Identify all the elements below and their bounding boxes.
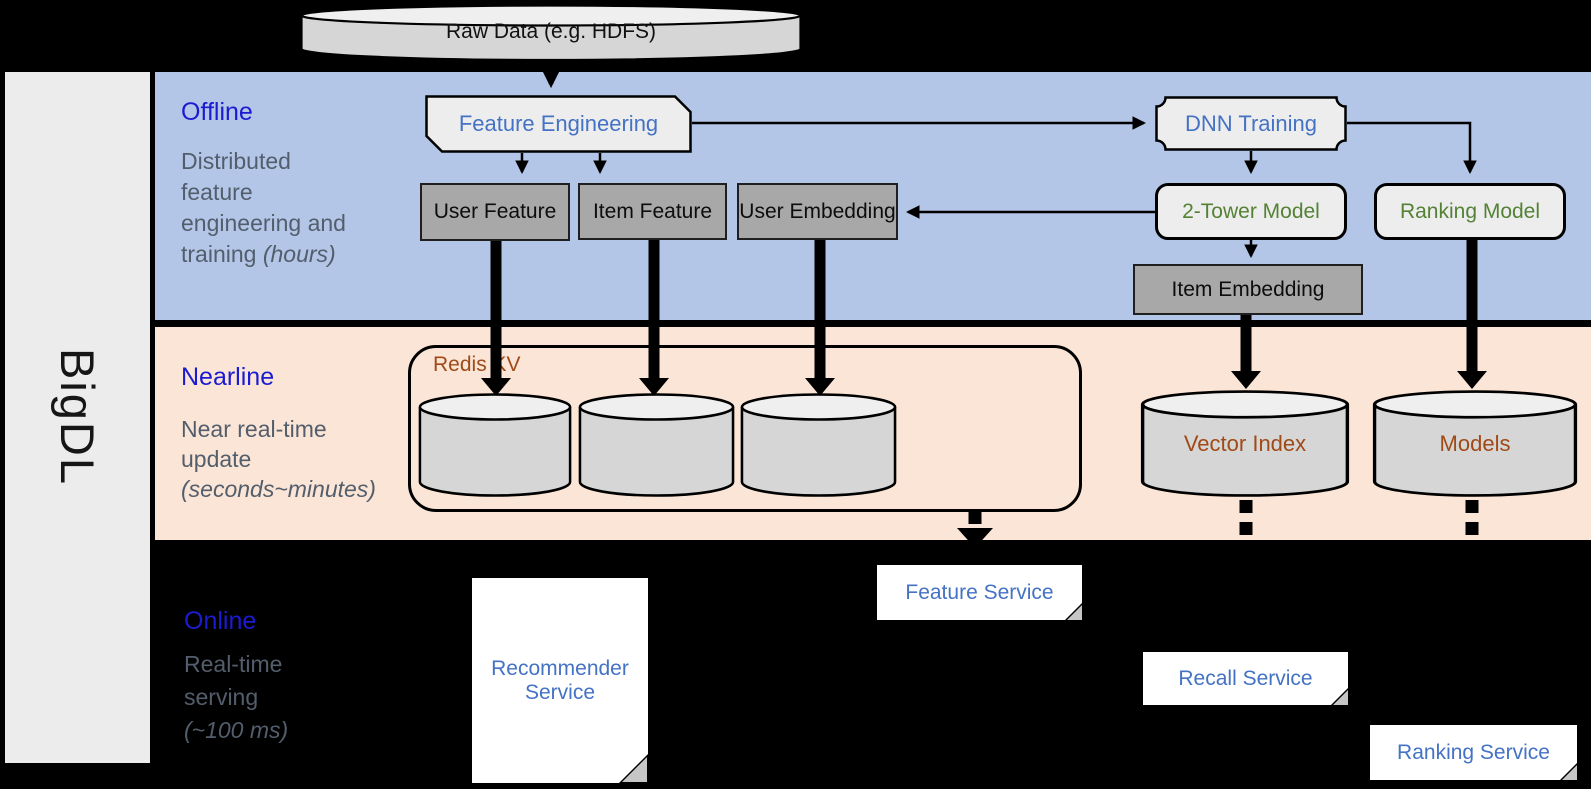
dnn-training-label: DNN Training bbox=[1184, 110, 1318, 136]
nearline-section-title: Nearline bbox=[181, 363, 275, 391]
two-tower-model-node: 2-Tower Model bbox=[1155, 183, 1347, 240]
offline-section-description: Distributed feature engineering and trai… bbox=[181, 148, 346, 267]
online-duration: (~100 ms) bbox=[184, 717, 289, 743]
cylinder-shape bbox=[418, 393, 572, 497]
plaque-shape bbox=[1155, 96, 1347, 151]
nearline-section-description: Near real-time update (seconds~minutes) bbox=[181, 416, 376, 502]
online-section-band bbox=[155, 540, 1591, 789]
cylinder-shape bbox=[300, 4, 802, 62]
vector-index-store-cylinder: Vector Index bbox=[1140, 390, 1350, 497]
feature-engineering-label: Feature Engineering bbox=[458, 111, 659, 136]
redis-kv-label: Redis KV bbox=[433, 353, 521, 376]
cylinder-shape bbox=[740, 393, 897, 497]
online-section-title: Online bbox=[184, 607, 257, 635]
ranking-model-node: Ranking Model bbox=[1374, 183, 1566, 240]
raw-data-label: Raw Data (e.g. HDFS) bbox=[445, 20, 657, 43]
item-feature-node: Item Feature bbox=[578, 183, 727, 240]
recall-service-node: Recall Service bbox=[1143, 652, 1348, 705]
feature-service-label: Feature Service bbox=[905, 580, 1054, 604]
ranking-service-label: Ranking Service bbox=[1397, 740, 1550, 764]
offline-duration: (hours) bbox=[262, 241, 336, 267]
dnn-training-node: DNN Training bbox=[1155, 96, 1347, 151]
cylinder-shape bbox=[1140, 390, 1350, 497]
redis-db-cylinder-2 bbox=[578, 393, 735, 497]
feature-engineering-node: Feature Engineering bbox=[425, 95, 692, 153]
feature-service-node: Feature Service bbox=[877, 565, 1082, 620]
bigdl-logo-text: BigDL bbox=[51, 348, 104, 487]
recommender-service-label: Recommender Service bbox=[491, 656, 629, 704]
snip-corner-shape bbox=[425, 95, 692, 153]
offline-section-title: Offline bbox=[181, 98, 253, 126]
nearline-duration: (seconds~minutes) bbox=[181, 476, 376, 502]
recall-service-label: Recall Service bbox=[1178, 666, 1313, 690]
online-section-description: Real-time serving (~100 ms) bbox=[184, 648, 288, 747]
user-embedding-node: User Embedding bbox=[737, 183, 898, 240]
redis-db-cylinder-3 bbox=[740, 393, 897, 497]
redis-db-cylinder-1 bbox=[418, 393, 572, 497]
recommender-service-node: Recommender Service bbox=[472, 578, 648, 783]
item-embedding-node: Item Embedding bbox=[1133, 264, 1363, 315]
ranking-service-node: Ranking Service bbox=[1370, 725, 1577, 780]
cylinder-shape bbox=[578, 393, 735, 497]
cylinder-shape bbox=[1372, 390, 1578, 497]
raw-data-store-cylinder: Raw Data (e.g. HDFS) bbox=[300, 4, 802, 62]
vector-index-label: Vector Index bbox=[1183, 430, 1307, 456]
models-store-cylinder: Models bbox=[1372, 390, 1578, 497]
user-feature-node: User Feature bbox=[420, 183, 570, 241]
bigdl-sidebar: BigDL bbox=[5, 72, 150, 763]
models-label: Models bbox=[1439, 430, 1511, 456]
